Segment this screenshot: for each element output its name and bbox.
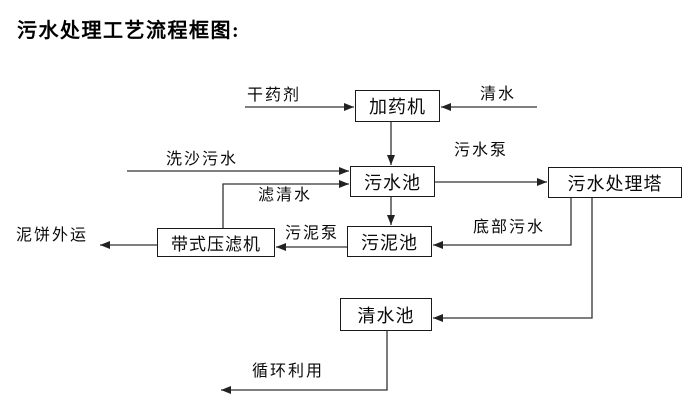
arrow-clean-water-pool-to-recycle (221, 331, 388, 394)
label-bottom-sewage: 底部污水 (473, 219, 546, 236)
label-sand-washing-sewage: 洗沙污水 (166, 151, 239, 168)
arrow-filtered-water-press-to-sewage-pool (222, 180, 349, 228)
arrow-bottom-sewage-tower-to-sludge-pool (433, 198, 572, 249)
node-treatment-tower: 污水处理塔 (548, 167, 682, 198)
label-filtered-water: 滤清水 (258, 187, 313, 204)
label-sewage-pump: 污水泵 (454, 142, 509, 159)
page-title: 污水处理工艺流程框图: (17, 20, 241, 42)
node-sludge-pool: 污泥池 (347, 226, 432, 257)
node-belt-filter-press: 带式压滤机 (157, 228, 275, 257)
node-dosing-machine: 加药机 (355, 90, 440, 122)
arrow-tower-to-clean-water-pool (433, 198, 593, 322)
label-clean-water: 清水 (480, 86, 517, 103)
node-sewage-pool: 污水池 (350, 166, 435, 197)
node-clean-water-pool: 清水池 (340, 298, 432, 331)
label-sludge-pump: 污泥泵 (285, 225, 340, 242)
label-dry-chemical: 干药剂 (247, 87, 302, 104)
label-mud-cake-out: 泥饼外运 (16, 227, 89, 244)
label-recycle-reuse: 循环利用 (252, 363, 325, 380)
